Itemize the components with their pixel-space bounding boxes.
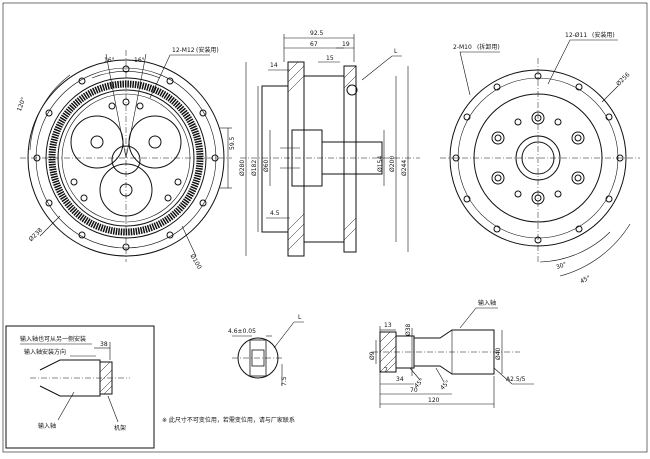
shaft-view: 输入轴 13 Ø38 Ø9 Ø40 7 34 45° 45° 70 120 A2… <box>369 299 534 408</box>
shaft-dim-70: 70 <box>410 387 418 394</box>
back-view: 2-M10 (拆卸用) 12-Ø11 (安装用) Ø256 30° 45° <box>440 31 640 285</box>
front-callout-holes-note: (安装用) <box>196 46 219 54</box>
front-circle-dia: Ø238 <box>28 227 45 244</box>
side-dia-280: Ø280 <box>239 160 246 176</box>
inset-label-key: 输入轴安装方向 <box>24 348 66 356</box>
inset-label-seal: 机架 <box>114 424 126 432</box>
side-dia-154: Ø154 <box>377 156 384 172</box>
shaft-dim-34: 34 <box>396 376 404 383</box>
side-label-l: L <box>394 48 398 55</box>
side-dim-19: 19 <box>342 41 350 48</box>
side-dim-45: 4.5 <box>270 210 280 217</box>
side-dim-14: 14 <box>270 62 278 69</box>
front-angle-a: 16° <box>104 57 115 64</box>
side-dia-60: Ø60 <box>263 159 270 172</box>
detail-label-l: L <box>298 314 302 321</box>
detail-dim-key: 4.6±0.05 <box>228 328 256 335</box>
side-dim-15: 15 <box>326 55 334 62</box>
side-dim-67: 67 <box>310 41 318 48</box>
shaft-dim-9: Ø9 <box>369 351 376 360</box>
front-angle-c: 120° <box>16 96 28 112</box>
detail-dim-75: 7.5 <box>281 376 288 386</box>
shaft-chamfer: A2.5/5 <box>506 376 526 383</box>
back-bolt-holes <box>452 72 624 244</box>
back-callout-b-note: (安装用) <box>592 31 615 39</box>
side-hatching <box>287 61 357 251</box>
shaft-label-input: 输入轴 <box>478 299 496 307</box>
back-dia-256: Ø256 <box>615 71 632 88</box>
shaft-dim-13: 13 <box>384 322 392 329</box>
back-angle-45: 45° <box>579 274 592 285</box>
front-dim-595: 59.5 <box>229 136 236 150</box>
inset-hatching <box>99 361 113 395</box>
inset-dim-38: 38 <box>100 341 108 348</box>
side-dia-244: Ø244 <box>401 160 408 176</box>
shaft-dim-120: 120 <box>428 397 440 404</box>
shaft-hatching <box>379 331 397 373</box>
side-dia-182: Ø182 <box>251 160 258 176</box>
back-callout-a: 2-M10 <box>453 44 472 51</box>
shaft-dim-38: Ø38 <box>405 323 412 336</box>
back-callout-a-note: (拆卸用) <box>477 43 500 51</box>
inset-label-shaft: 输入轴 <box>38 422 56 430</box>
inset-detail: 输入轴也可从另一侧安装 输入轴安装方向 38 输入轴 机架 <box>5 325 155 449</box>
footnote: ※ 此尺寸不可变位用，若需变位用，请与厂家联系 <box>162 416 295 424</box>
sheet-border <box>2 2 648 453</box>
front-hole-circle: Ø100 <box>189 253 203 271</box>
side-dim-925: 92.5 <box>310 30 324 37</box>
side-view: 92.5 67 19 14 15 4.5 L Ø280 Ø182 Ø60 Ø15… <box>239 30 420 257</box>
back-angle-30: 30° <box>555 261 567 271</box>
front-callout-holes: 12-M12 <box>172 47 195 54</box>
back-callout-b: 12-Ø11 <box>565 32 587 39</box>
shaft-dim-40: Ø40 <box>495 347 502 360</box>
shaft-dim-7: 7 <box>384 367 388 374</box>
front-bolt-holes <box>33 65 219 251</box>
inset-title: 输入轴也可从另一侧安装 <box>20 335 86 343</box>
side-dia-200: Ø200 <box>389 156 396 172</box>
detail-l-view: 4.6±0.05 L 7.5 <box>228 314 304 386</box>
shaft-dim-45b: 45° <box>439 379 451 391</box>
front-view: 12-M12 (安装用) 16° 16° 120° Ø238 Ø100 59.5 <box>16 46 236 271</box>
front-angle-b: 16° <box>134 57 145 64</box>
